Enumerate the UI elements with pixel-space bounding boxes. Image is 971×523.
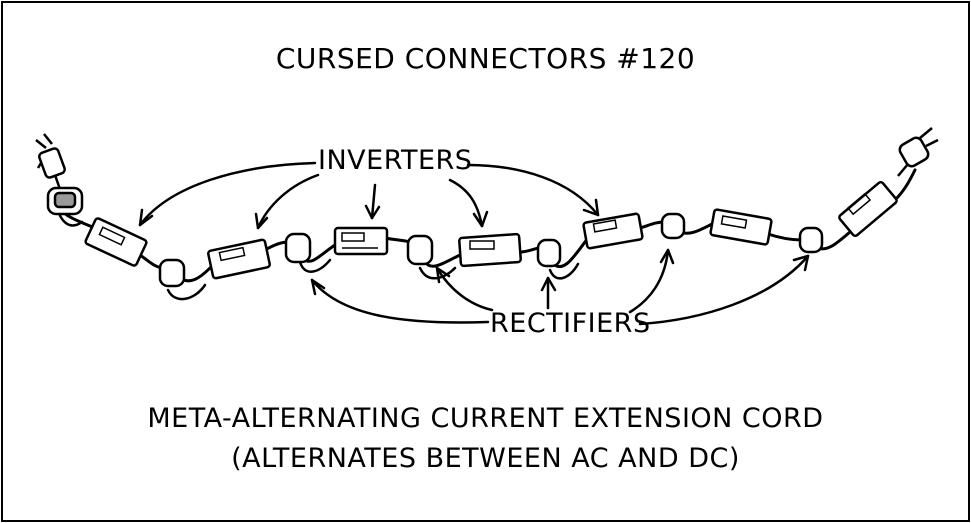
inverter-box bbox=[84, 217, 148, 267]
inverters-label: INVERTERS bbox=[318, 145, 473, 176]
inverter-arrows bbox=[138, 161, 600, 230]
caption-line-1: META-ALTERNATING CURRENT EXTENSION CORD bbox=[147, 403, 824, 434]
rectifiers-label: RECTIFIERS bbox=[490, 308, 651, 339]
inverter-box bbox=[582, 212, 644, 250]
inverter-box bbox=[709, 208, 773, 246]
cord-wire bbox=[53, 168, 917, 283]
ac-plug-left bbox=[35, 133, 84, 216]
cord-wire-loops bbox=[56, 208, 580, 301]
comic-title: CURSED CONNECTORS #120 bbox=[275, 42, 696, 75]
rectifier-adapter bbox=[158, 212, 824, 288]
inverter-box bbox=[333, 226, 389, 256]
rectifier-arrows bbox=[310, 248, 810, 326]
inverter-box bbox=[458, 232, 522, 268]
ac-plug-right bbox=[897, 127, 939, 177]
inverter-box bbox=[838, 181, 898, 237]
inverter-box bbox=[207, 238, 271, 280]
caption-line-2: (ALTERNATES BETWEEN AC AND DC) bbox=[231, 443, 740, 474]
